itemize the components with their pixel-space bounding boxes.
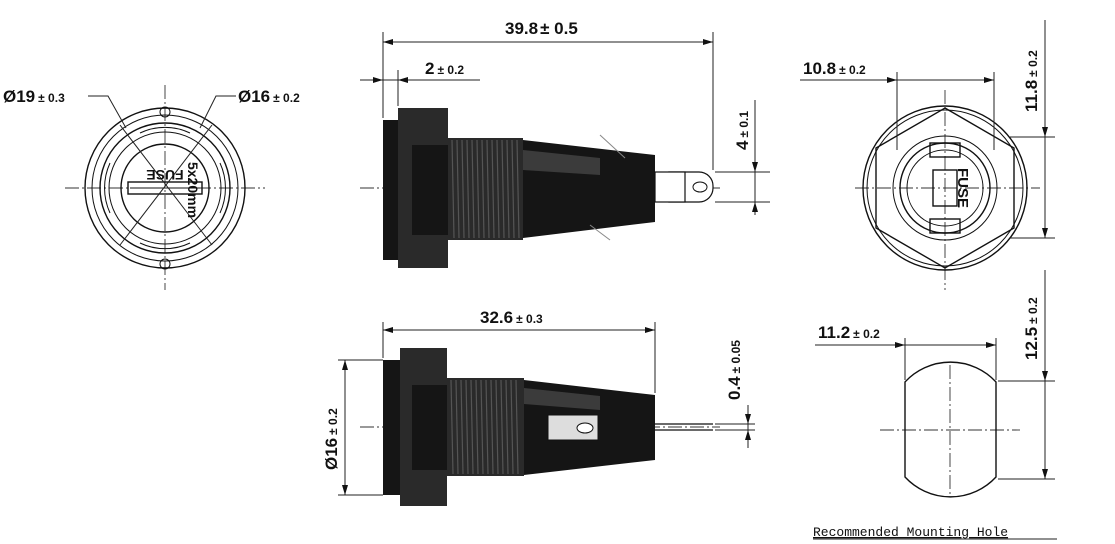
side-view-bottom: 32.6± 0.3 Ø16± 0.2 0.4± 0.05: [322, 308, 755, 506]
thread-lines-bottom: [450, 379, 519, 475]
front-inner-diameter: Ø16± 0.2: [238, 87, 300, 106]
front-view: Ø19± 0.3 Ø16± 0.2 FUSE 5x20mm: [3, 85, 300, 290]
mounting-hole-view: 11.2± 0.2 12.5± 0.2 Recommended Mounting…: [813, 270, 1057, 540]
front-outer-diameter: Ø19± 0.3: [3, 87, 65, 106]
rear-view: FUSE 10.8± 0.2 11.8± 0.2: [800, 20, 1055, 290]
rear-label: FUSE: [954, 168, 971, 208]
front-cap-text-2: 5x20mm: [185, 162, 201, 218]
side-view-top: 39.8± 0.5 2± 0.2 4± 0.1: [360, 19, 770, 268]
front-cap-text-1: FUSE: [146, 167, 183, 183]
dim-terminal-width: 4± 0.1: [733, 111, 752, 150]
dim-thread-diameter: Ø16± 0.2: [322, 408, 341, 470]
mounting-hole-caption: Recommended Mounting Hole: [813, 525, 1008, 540]
thread-lines-top: [451, 139, 520, 239]
dim-rear-width: 10.8± 0.2: [803, 59, 866, 78]
dim-rear-height: 11.8± 0.2: [1022, 50, 1041, 112]
dim-length: 32.6± 0.3: [480, 308, 543, 327]
dim-hole-height: 12.5± 0.2: [1022, 297, 1041, 360]
dim-hole-width: 11.2± 0.2: [818, 323, 880, 342]
dim-flange: 2± 0.2: [425, 59, 464, 78]
dim-overall-length: 39.8± 0.5: [505, 19, 578, 38]
dim-terminal-thickness: 0.4± 0.05: [725, 340, 744, 400]
